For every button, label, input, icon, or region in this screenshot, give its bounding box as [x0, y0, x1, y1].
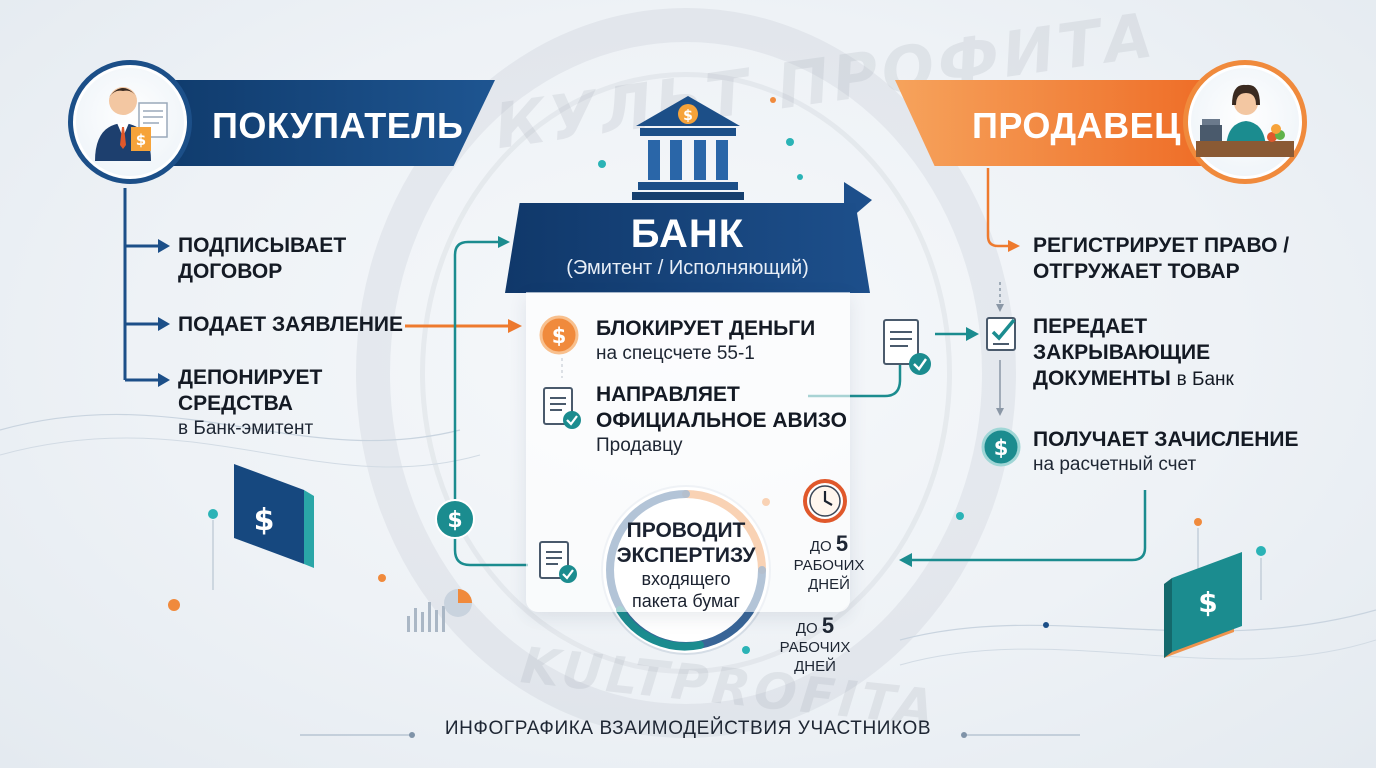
- buyer-step-application: ПОДАЕТ ЗАЯВЛЕНИЕ: [178, 312, 403, 338]
- seller-step-receive: ПОЛУЧАЕТ ЗАЧИСЛЕНИЕ на расчетный счет: [1033, 427, 1299, 477]
- buyer-step-3-line1: ДЕПОНИРУЕТ: [178, 366, 323, 389]
- deadline-1-line2: РАБОЧИХ: [793, 557, 865, 574]
- bank-step-block: БЛОКИРУЕТ ДЕНЬГИ на спецсчете 55-1: [596, 316, 815, 366]
- buyer-step-contract: ПОДПИСЫВАЕТ ДОГОВОР: [178, 233, 346, 285]
- deadline-1-line3: ДНЕЙ: [808, 576, 850, 593]
- dollar-card-icon: $: [234, 464, 314, 568]
- bank-banner: [505, 203, 870, 293]
- buyer-step-1-line1: ПОДПИСЫВАЕТ: [178, 234, 347, 257]
- bank-title: БАНК: [630, 212, 745, 256]
- footer-caption: ИНФОГРАФИКА ВЗАИМОДЕЙСТВИЯ УЧАСТНИКОВ: [444, 718, 932, 739]
- seller-step-1-line2: ОТГРУЖАЕТ ТОВАР: [1033, 260, 1240, 283]
- checklist-icon: [986, 317, 1016, 351]
- seller-step-2-line2: ЗАКРЫВАЮЩИЕ: [1033, 341, 1211, 364]
- buyer-step-1-line2: ДОГОВОР: [178, 260, 283, 283]
- expertise-line4: пакета бумаг: [632, 591, 740, 611]
- buyer-step-3-line2: СРЕДСТВА: [178, 392, 293, 415]
- svg-text:$: $: [254, 503, 275, 538]
- document-check-icon: [539, 541, 577, 583]
- deadline-2-prefix: ДО: [795, 620, 818, 637]
- bank-subtitle: (Эмитент / Исполняющий): [566, 257, 809, 279]
- bank-building-icon: $: [632, 96, 744, 200]
- dollar-coin-icon: $: [435, 499, 475, 539]
- seller-step-2-line1: ПЕРЕДАЕТ: [1033, 315, 1148, 338]
- seller-avatar: [1183, 60, 1307, 184]
- document-check-icon: [543, 387, 581, 429]
- deadline-2: ДО 5 РАБОЧИХ ДНЕЙ: [772, 613, 858, 676]
- dollar-card-icon: $: [1164, 552, 1242, 658]
- dollar-coin-icon: $: [539, 315, 579, 355]
- bank-panel: [526, 292, 850, 612]
- buyer-step-deposit: ДЕПОНИРУЕТ СРЕДСТВА в Банк-эмитент: [178, 365, 322, 441]
- seller-step-2-line3-normal: в Банк: [1176, 369, 1234, 390]
- clock-icon: [803, 479, 847, 523]
- deadline-2-line3: ДНЕЙ: [794, 658, 836, 675]
- seller-step-3-line2: на расчетный счет: [1033, 454, 1197, 475]
- seller-banner: [895, 80, 1225, 166]
- seller-step-3-line1: ПОЛУЧАЕТ ЗАЧИСЛЕНИЕ: [1033, 428, 1299, 451]
- expertise-line1: ПРОВОДИТ: [626, 519, 746, 542]
- deadline-1-number: 5: [835, 531, 849, 556]
- svg-text:$: $: [552, 324, 567, 348]
- bank-step-1-line2: на спецсчете 55-1: [596, 343, 755, 364]
- deadline-2-line2: РАБОЧИХ: [779, 639, 851, 656]
- deadline-1: ДО 5 РАБОЧИХ ДНЕЙ: [786, 531, 872, 594]
- expertise-block: ПРОВОДИТ ЭКСПЕРТИЗУ входящего пакета бум…: [606, 518, 766, 612]
- businessman-icon: $: [95, 87, 168, 161]
- dollar-coin-icon: $: [981, 427, 1021, 467]
- bank-step-1-line1: БЛОКИРУЕТ ДЕНЬГИ: [596, 317, 816, 340]
- bank-step-2-line2: ОФИЦИАЛЬНОЕ АВИЗО: [596, 409, 848, 432]
- bank-step-aviso: НАПРАВЛЯЕТ ОФИЦИАЛЬНОЕ АВИЗО Продавцу: [596, 382, 847, 458]
- buyer-step-3-line3: в Банк-эмитент: [178, 418, 314, 439]
- buyer-step-2-line1: ПОДАЕТ ЗАЯВЛЕНИЕ: [178, 313, 404, 336]
- watermark-inner-ring: [420, 72, 952, 674]
- buyer-title: ПОКУПАТЕЛЬ: [212, 105, 464, 146]
- bank-step-2-line1: НАПРАВЛЯЕТ: [596, 383, 740, 406]
- buyer-banner: [150, 80, 495, 166]
- seller-step-2-line3: ДОКУМЕНТЫ: [1033, 367, 1171, 390]
- seller-step-1-line1: РЕГИСТРИРУЕТ ПРАВО /: [1033, 234, 1290, 257]
- bank-step-2-line3: Продавцу: [596, 435, 683, 456]
- deadline-2-number: 5: [821, 613, 835, 638]
- seller-step-documents: ПЕРЕДАЕТ ЗАКРЫВАЮЩИЕ ДОКУМЕНТЫ в Банк: [1033, 314, 1234, 393]
- shop-seller-icon: [1196, 84, 1294, 157]
- buyer-avatar: $: [68, 60, 192, 184]
- svg-text:$: $: [1198, 586, 1217, 619]
- svg-text:$: $: [994, 436, 1009, 460]
- svg-text:$: $: [683, 108, 693, 124]
- svg-text:$: $: [136, 131, 146, 149]
- svg-text:$: $: [447, 508, 462, 533]
- seller-title: ПРОДАВЕЦ: [972, 105, 1181, 146]
- deadline-1-prefix: ДО: [809, 538, 832, 555]
- seller-step-register: РЕГИСТРИРУЕТ ПРАВО / ОТГРУЖАЕТ ТОВАР: [1033, 233, 1289, 285]
- expertise-line2: ЭКСПЕРТИЗУ: [616, 544, 756, 567]
- document-check-icon: [883, 319, 931, 375]
- expertise-line3: входящего: [641, 569, 731, 589]
